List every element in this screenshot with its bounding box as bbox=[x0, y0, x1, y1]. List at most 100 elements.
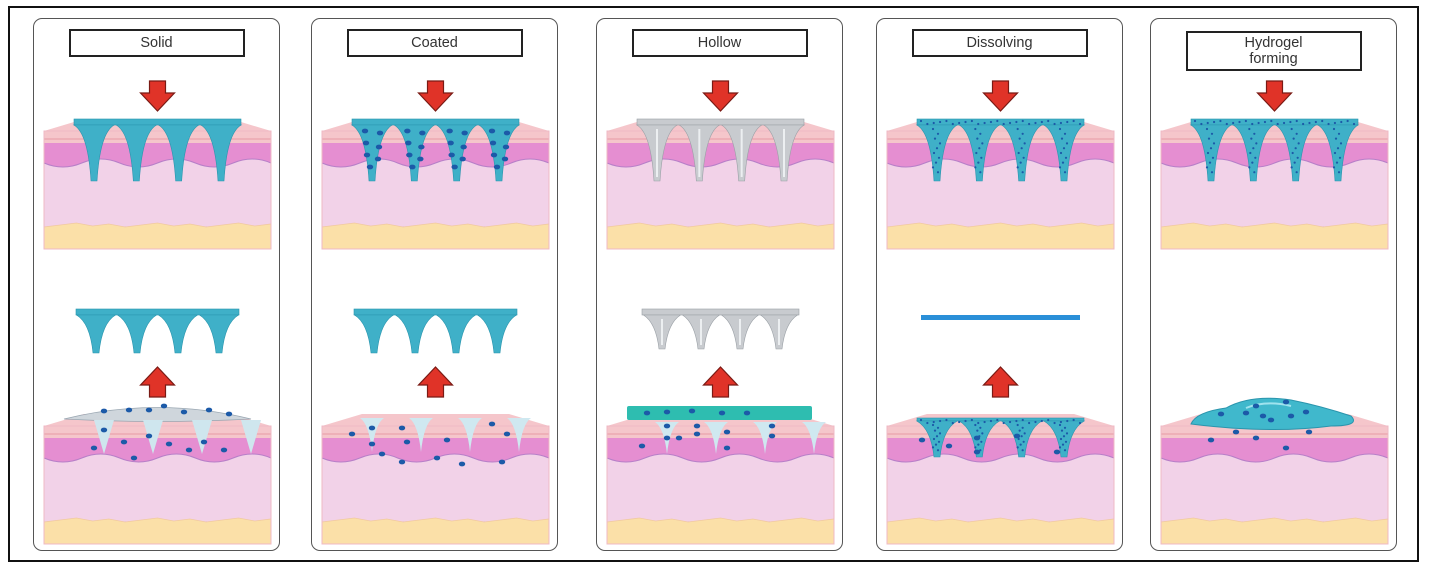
drug-dot bbox=[378, 451, 386, 457]
drug-particle bbox=[1205, 166, 1209, 169]
drug-dot bbox=[693, 423, 701, 429]
drug-particle bbox=[1295, 171, 1298, 174]
microchannel bbox=[704, 422, 728, 454]
drug-particle bbox=[1200, 122, 1203, 126]
drug-dot bbox=[443, 437, 451, 443]
drug-dot bbox=[375, 144, 383, 150]
subcutaneous-fat bbox=[321, 222, 550, 250]
drug-particle bbox=[979, 132, 982, 135]
drug-particle bbox=[989, 419, 993, 423]
drug-particle bbox=[1251, 161, 1254, 164]
microneedle bbox=[915, 124, 959, 182]
dermis bbox=[606, 453, 835, 523]
drug-particle bbox=[1016, 446, 1019, 449]
drug-dot bbox=[145, 407, 153, 413]
drug-particle bbox=[1209, 147, 1213, 150]
skin-top bbox=[606, 119, 835, 250]
drug-particle bbox=[1008, 420, 1012, 424]
drug-particle bbox=[1021, 426, 1024, 429]
drug-particle bbox=[938, 142, 942, 145]
drug-loaded-needle-array bbox=[1189, 118, 1360, 182]
drug-particle bbox=[989, 120, 993, 124]
drug-particle bbox=[1015, 419, 1018, 423]
skin-top bbox=[1160, 119, 1389, 250]
drug-particle bbox=[1066, 120, 1069, 124]
drug-particle bbox=[936, 449, 940, 452]
drug-particle bbox=[1308, 121, 1311, 125]
drug-particle bbox=[1205, 127, 1209, 131]
drug-particle bbox=[935, 435, 939, 438]
illustration-hydrogel bbox=[1160, 80, 1389, 545]
drug-particle bbox=[945, 418, 948, 422]
microneedle bbox=[75, 314, 117, 354]
drug-particle bbox=[1340, 120, 1343, 124]
drug-dot bbox=[768, 423, 776, 429]
drug-particle bbox=[1021, 132, 1024, 135]
drug-particle bbox=[1065, 142, 1069, 145]
panel-label-dissolving: Dissolving bbox=[911, 29, 1088, 57]
drug-particle bbox=[1252, 147, 1255, 150]
drug-dot bbox=[663, 423, 671, 429]
hydrogel-highlight bbox=[1245, 402, 1292, 409]
drug-dot bbox=[125, 407, 133, 413]
microchannel bbox=[753, 422, 777, 454]
drug-dot bbox=[461, 130, 468, 136]
microneedle bbox=[1000, 124, 1043, 182]
drug-particle bbox=[996, 119, 999, 123]
epidermis bbox=[887, 438, 1114, 462]
drug-particle bbox=[951, 421, 954, 425]
removed-needle-array bbox=[353, 308, 518, 354]
drug-dot bbox=[1267, 417, 1275, 423]
drug-particle bbox=[1248, 166, 1251, 169]
drug-particle bbox=[1294, 147, 1297, 150]
drug-particle bbox=[1066, 419, 1069, 423]
drug-dot bbox=[723, 445, 731, 451]
microneedle bbox=[199, 124, 243, 182]
drug-particle bbox=[1047, 418, 1050, 422]
panel-dissolving: Dissolving bbox=[876, 18, 1123, 551]
drug-particle bbox=[1208, 161, 1212, 164]
panel-solid: Solid bbox=[33, 18, 280, 551]
drug-particle bbox=[964, 419, 967, 423]
drug-particle bbox=[1064, 440, 1068, 443]
microneedle bbox=[915, 420, 959, 458]
drug-particle bbox=[1063, 171, 1067, 174]
drug-particle bbox=[1238, 120, 1241, 124]
microchannel bbox=[94, 420, 114, 454]
drug-particle bbox=[1022, 156, 1025, 159]
subcutaneous-fat bbox=[886, 222, 1115, 250]
microneedle bbox=[1274, 124, 1317, 182]
drug-particle bbox=[1336, 147, 1340, 150]
drug-particle bbox=[1257, 121, 1260, 125]
drug-particle bbox=[931, 446, 935, 449]
drug-dot bbox=[406, 152, 413, 158]
hollow-needle-array bbox=[635, 118, 806, 182]
drug-dot bbox=[503, 130, 511, 136]
drug-particle bbox=[1061, 443, 1065, 446]
drug-particle bbox=[958, 420, 961, 424]
microneedle bbox=[157, 124, 200, 182]
drug-particle bbox=[931, 166, 935, 169]
drug-particle bbox=[1064, 156, 1068, 159]
drug-dot bbox=[718, 410, 726, 416]
dermis bbox=[321, 158, 550, 228]
drug-dot bbox=[1282, 445, 1290, 451]
drug-particle bbox=[1225, 122, 1228, 126]
drug-particle bbox=[938, 419, 942, 423]
drug-particle bbox=[1008, 121, 1012, 125]
drug-particle bbox=[974, 446, 977, 449]
needle-backing bbox=[1190, 118, 1359, 126]
drug-dot bbox=[643, 410, 651, 416]
dermis bbox=[43, 158, 272, 228]
drug-dot bbox=[120, 439, 128, 445]
drug-particle bbox=[1282, 121, 1286, 125]
microchannel bbox=[192, 420, 212, 454]
drug-dot bbox=[100, 427, 108, 433]
drug-particle bbox=[1289, 120, 1292, 124]
drug-particle bbox=[1058, 446, 1062, 449]
microchannel bbox=[409, 418, 433, 452]
drug-particle bbox=[1290, 166, 1293, 169]
drug-particle bbox=[1059, 121, 1063, 125]
drug-particle bbox=[1302, 122, 1305, 126]
drug-particle bbox=[1212, 142, 1216, 145]
